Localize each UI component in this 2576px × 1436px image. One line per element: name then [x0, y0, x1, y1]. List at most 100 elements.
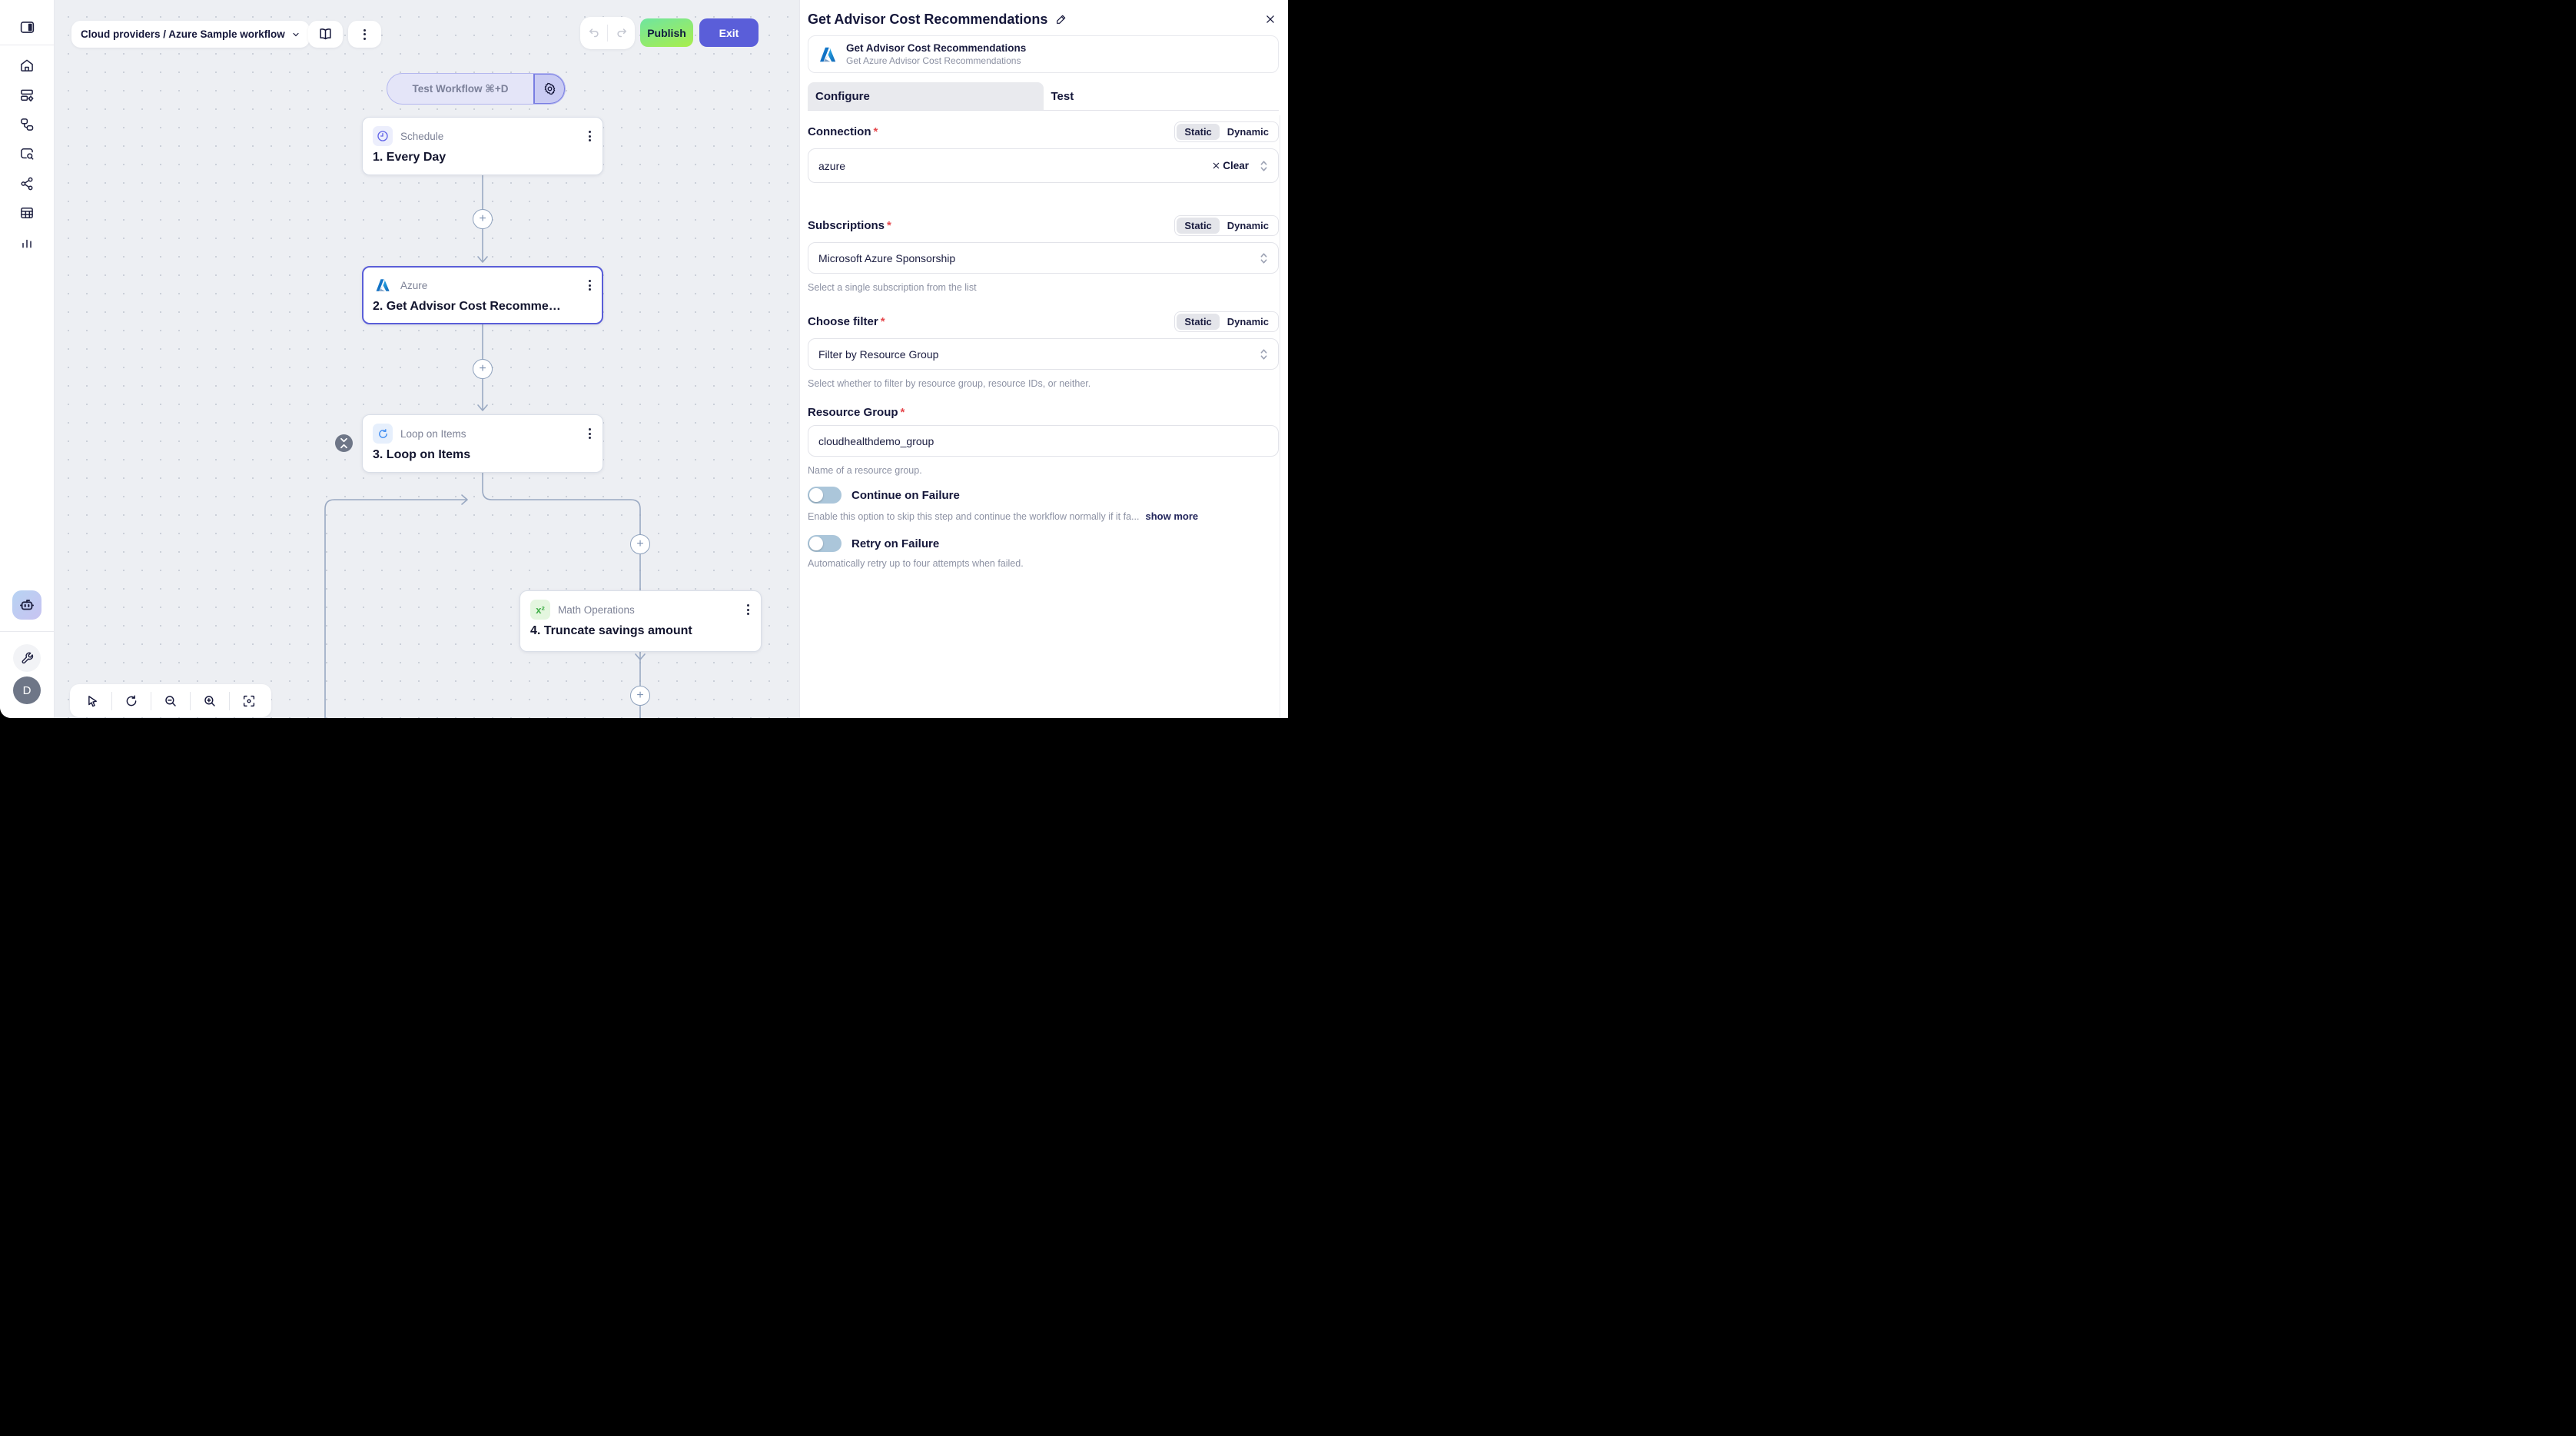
resource-group-hint: Name of a resource group. — [808, 465, 922, 476]
mode-dynamic[interactable]: Dynamic — [1227, 220, 1269, 231]
zoom-in-icon — [204, 695, 215, 706]
clear-x-icon — [1213, 162, 1220, 169]
tab-configure[interactable]: Configure — [808, 82, 1044, 110]
undo-redo-group — [580, 17, 635, 49]
choose-filter-select[interactable]: Filter by Resource Group — [808, 338, 1279, 370]
fit-view-button[interactable] — [236, 688, 262, 714]
redo-icon — [616, 28, 626, 38]
connection-label: Connection* — [808, 125, 878, 138]
refresh-layout-button[interactable] — [118, 688, 144, 714]
step-config-panel: Get Advisor Cost Recommendations Get Adv… — [799, 0, 1288, 718]
add-step-button[interactable]: + — [630, 686, 650, 706]
sidebar-item-integrations[interactable] — [12, 169, 41, 198]
add-step-button[interactable]: + — [630, 534, 650, 554]
mode-static[interactable]: Static — [1177, 314, 1220, 330]
subscriptions-value: Microsoft Azure Sponsorship — [818, 251, 956, 264]
subscriptions-select[interactable]: Microsoft Azure Sponsorship — [808, 242, 1279, 274]
mode-dynamic[interactable]: Dynamic — [1227, 126, 1269, 138]
choose-filter-hint: Select whether to filter by resource gro… — [808, 378, 1091, 389]
clear-connection-button[interactable]: Clear — [1212, 160, 1249, 171]
integration-title: Get Advisor Cost Recommendations — [846, 42, 1027, 54]
continue-on-failure-toggle[interactable] — [808, 487, 842, 504]
node-app-label: Azure — [400, 279, 428, 291]
retry-on-failure-hint: Automatically retry up to four attempts … — [808, 558, 1024, 569]
exit-button[interactable]: Exit — [699, 18, 759, 47]
settings-wrench-button[interactable] — [13, 644, 41, 672]
connection-select[interactable]: azure Clear — [808, 148, 1279, 183]
workflow-breadcrumb-dropdown[interactable]: Cloud providers / Azure Sample workflow — [71, 21, 310, 48]
node-menu-button[interactable] — [587, 278, 593, 292]
show-more-link[interactable]: show more — [1145, 510, 1199, 522]
docs-button[interactable] — [308, 21, 343, 48]
zoom-out-button[interactable] — [158, 688, 184, 714]
loop-icon — [373, 424, 393, 444]
panel-title: Get Advisor Cost Recommendations — [808, 11, 1048, 27]
select-chevrons-icon — [1260, 348, 1268, 361]
mode-static[interactable]: Static — [1177, 124, 1220, 140]
choose-filter-mode-switch: Static Dynamic — [1174, 311, 1279, 332]
chevron-down-icon — [340, 437, 347, 443]
add-step-button[interactable]: + — [473, 359, 493, 379]
azure-logo-icon — [373, 275, 393, 295]
edit-step-name-button[interactable] — [1055, 13, 1067, 25]
subscriptions-label: Subscriptions* — [808, 219, 891, 232]
canvas-toolbar — [70, 684, 271, 717]
sidebar-item-logs-search[interactable] — [12, 139, 41, 168]
sidebar-toggle-icon[interactable] — [12, 12, 41, 42]
chevron-up-icon — [340, 444, 347, 449]
node-title: 2. Get Advisor Cost Recomme… — [373, 300, 561, 313]
redo-button[interactable] — [615, 26, 629, 40]
node-title: 1. Every Day — [373, 151, 446, 164]
resource-group-value: cloudhealthdemo_group — [818, 434, 934, 447]
focus-center-icon — [243, 695, 255, 706]
resource-group-input[interactable]: cloudhealthdemo_group — [808, 425, 1279, 457]
test-workflow-button[interactable]: Test Workflow ⌘+D — [387, 73, 566, 105]
required-marker: * — [873, 125, 878, 138]
test-settings-button[interactable] — [533, 74, 565, 104]
node-title: 3. Loop on Items — [373, 448, 471, 461]
math-x2-icon: x² — [530, 600, 550, 620]
collapse-loop-button[interactable] — [335, 434, 353, 452]
continue-on-failure-hint: Enable this option to skip this step and… — [808, 511, 1140, 522]
select-chevrons-icon — [1260, 252, 1268, 264]
node-menu-button[interactable] — [745, 603, 751, 617]
sidebar-item-home[interactable] — [12, 51, 41, 80]
breadcrumb: Cloud providers / Azure Sample workflow — [81, 28, 285, 40]
panel-tabs: Configure Test — [808, 82, 1279, 111]
subscriptions-hint: Select a single subscription from the li… — [808, 282, 977, 293]
user-avatar[interactable]: D — [13, 676, 41, 704]
retry-on-failure-label: Retry on Failure — [851, 537, 940, 550]
select-cursor-button[interactable] — [79, 688, 105, 714]
close-panel-button[interactable] — [1262, 11, 1279, 28]
mode-static[interactable]: Static — [1177, 218, 1220, 234]
sidebar-item-builder[interactable] — [12, 81, 41, 110]
node-menu-button[interactable] — [587, 129, 593, 143]
mode-dynamic[interactable]: Dynamic — [1227, 316, 1269, 327]
node-menu-button[interactable] — [587, 427, 593, 440]
node-loop-on-items[interactable]: Loop on Items 3. Loop on Items — [362, 414, 603, 473]
node-app-label: Loop on Items — [400, 427, 466, 440]
ai-assistant-button[interactable] — [12, 590, 41, 620]
node-app-label: Schedule — [400, 130, 444, 142]
node-azure-get-advisor[interactable]: Azure 2. Get Advisor Cost Recomme… — [362, 266, 603, 324]
undo-button[interactable] — [587, 26, 601, 40]
connection-value: azure — [818, 159, 846, 172]
refresh-icon — [126, 694, 137, 706]
sidebar-item-workflows[interactable] — [12, 110, 41, 139]
undo-icon — [589, 28, 599, 38]
workflow-menu-button[interactable] — [348, 21, 381, 48]
sidebar-item-reports[interactable] — [12, 228, 41, 257]
azure-logo-icon — [820, 47, 836, 61]
node-math-operations[interactable]: x² Math Operations 4. Truncate savings a… — [520, 590, 762, 652]
workflow-canvas[interactable]: Cloud providers / Azure Sample workflow … — [55, 0, 799, 718]
book-icon — [320, 28, 331, 40]
publish-button[interactable]: Publish — [640, 18, 693, 47]
node-schedule[interactable]: Schedule 1. Every Day — [362, 117, 603, 175]
sidebar-item-tables[interactable] — [12, 198, 41, 228]
choose-filter-value: Filter by Resource Group — [818, 347, 939, 361]
schedule-clock-icon — [373, 126, 393, 146]
add-step-button[interactable]: + — [473, 209, 493, 229]
zoom-in-button[interactable] — [197, 688, 223, 714]
tab-test[interactable]: Test — [1051, 89, 1074, 103]
retry-on-failure-toggle[interactable] — [808, 535, 842, 552]
